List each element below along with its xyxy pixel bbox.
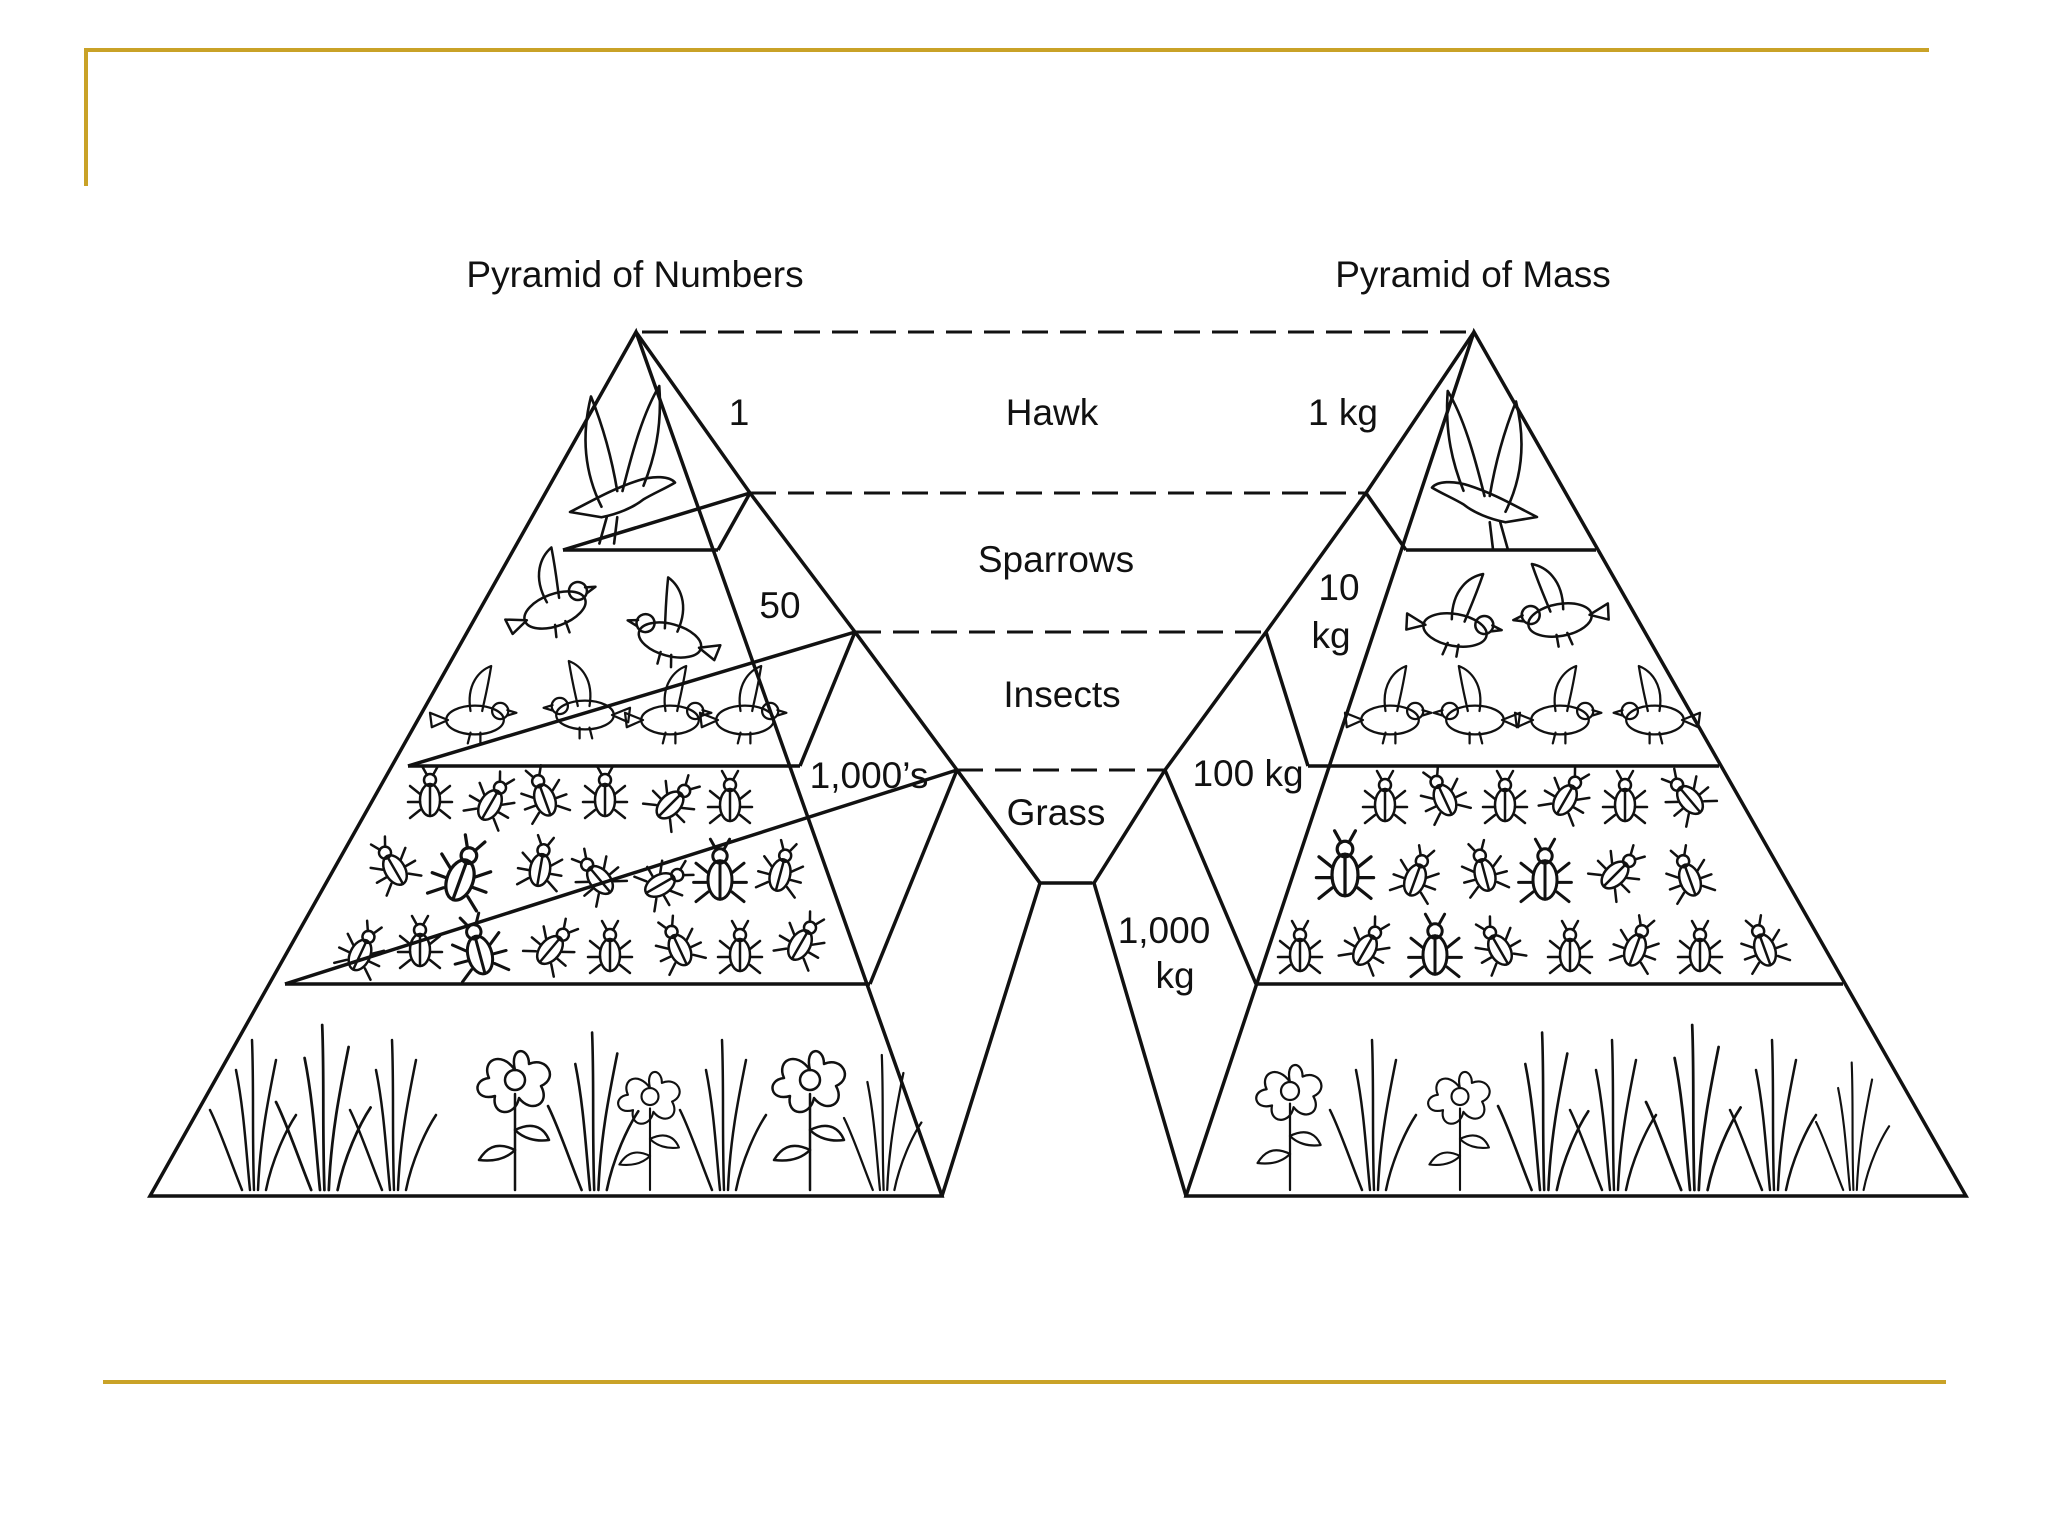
grass-icon xyxy=(1728,1038,1818,1192)
insect-icon xyxy=(752,835,812,900)
pyramid-of-numbers-title: Pyramid of Numbers xyxy=(466,254,803,295)
insect-icon xyxy=(1656,839,1719,906)
pyramid-of-mass xyxy=(1092,327,1970,1198)
insect-icon xyxy=(1676,919,1724,975)
insect-icon xyxy=(632,847,702,915)
mass-insects-value: 100 kg xyxy=(1192,753,1303,794)
numbers-sparrows-value: 50 xyxy=(759,585,800,626)
sparrow-icon xyxy=(1513,664,1603,745)
insect-icon xyxy=(1481,769,1529,825)
sparrow-icon xyxy=(698,664,788,745)
insect-icon xyxy=(1276,919,1324,975)
mass-front-face xyxy=(1183,327,1970,1198)
insect-icon xyxy=(1453,835,1513,900)
flower-icon xyxy=(771,1049,847,1192)
grass-icon xyxy=(1644,1023,1742,1192)
grass-icon xyxy=(842,1053,923,1192)
numbers-edge-3 xyxy=(868,769,959,985)
insect-icon xyxy=(1601,769,1649,825)
sparrow-icon xyxy=(542,659,632,740)
insect-icon xyxy=(586,919,634,975)
insect-icon xyxy=(1606,909,1669,976)
insect-icon xyxy=(513,831,569,893)
insect-icon xyxy=(1546,919,1594,975)
level-label-insects: Insects xyxy=(1003,674,1120,715)
insect-icon xyxy=(511,759,574,826)
mass-grass-value-number: 1,000 xyxy=(1118,910,1211,951)
insect-icon xyxy=(640,764,711,835)
numbers-level-1-left xyxy=(562,491,751,552)
insect-icon xyxy=(1314,829,1376,901)
sparrow-icon xyxy=(486,536,609,653)
sparrow-icon xyxy=(1503,550,1616,655)
insect-icon xyxy=(560,838,630,910)
insect-icon xyxy=(706,769,754,825)
numbers-front-face xyxy=(147,327,945,1198)
insect-icon xyxy=(331,913,396,982)
grass-icon xyxy=(1496,1031,1590,1192)
insect-icon xyxy=(770,903,838,973)
insect-icon xyxy=(644,908,709,977)
level-label-sparrows: Sparrows xyxy=(978,539,1134,580)
sparrow-icon xyxy=(1399,560,1512,665)
grass-icon xyxy=(274,1023,372,1192)
mass-sparrows-value-number: 10 xyxy=(1318,567,1359,608)
numbers-hawk-value: 1 xyxy=(729,392,750,433)
mass-sparrows-value-unit: kg xyxy=(1311,615,1350,656)
numbers-level-2-left xyxy=(407,630,856,768)
insect-icon xyxy=(460,763,528,833)
numbers-level-3-left xyxy=(284,768,958,986)
level-label-grass: Grass xyxy=(1007,792,1106,833)
insect-icon xyxy=(520,908,590,980)
mass-edge-3 xyxy=(1163,769,1258,985)
flower-icon xyxy=(1255,1063,1323,1192)
insect-icon xyxy=(396,914,444,970)
insect-icon xyxy=(1386,839,1449,906)
mass-edge-1 xyxy=(1364,491,1408,552)
flower-icon xyxy=(476,1049,552,1192)
sparrow-icon xyxy=(617,568,736,680)
numbers-edge-1 xyxy=(716,492,752,551)
insect-icon xyxy=(692,837,748,904)
insect-icon xyxy=(1335,908,1403,978)
grass-icon xyxy=(1328,1038,1418,1192)
insect-icon xyxy=(1535,758,1603,828)
mass-grass-value-unit: kg xyxy=(1155,955,1194,996)
frame-left-rule xyxy=(84,48,88,186)
grass-icon xyxy=(678,1038,768,1192)
insect-icon xyxy=(357,828,425,898)
insect-icon xyxy=(1731,909,1794,976)
insect-icon xyxy=(1585,834,1656,905)
insect-icon xyxy=(1409,758,1474,827)
mass-side-face xyxy=(1092,331,1476,1197)
grass-icon xyxy=(1568,1038,1658,1192)
numbers-insects-value: 1,000’s xyxy=(810,755,929,796)
insect-icon xyxy=(423,827,504,914)
pyramid-of-numbers xyxy=(147,327,1092,1198)
frame-bottom-rule xyxy=(103,1380,1946,1384)
mass-hawk-value: 1 kg xyxy=(1308,392,1378,433)
numbers-edge-2 xyxy=(798,631,857,767)
mass-edge-2 xyxy=(1264,631,1310,767)
numbers-side-face xyxy=(634,330,1042,1197)
insect-icon xyxy=(1517,837,1573,904)
insect-icon xyxy=(581,764,629,820)
insect-icon xyxy=(1407,912,1463,979)
insect-icon xyxy=(1462,908,1530,978)
grass-icon xyxy=(348,1038,438,1192)
level-label-hawk: Hawk xyxy=(1006,392,1099,433)
frame-top-rule xyxy=(84,48,1929,52)
level-connectors xyxy=(642,330,1468,885)
insect-icon xyxy=(406,764,454,820)
insect-icon xyxy=(1650,758,1720,830)
grass-icon xyxy=(1814,1061,1891,1192)
flower-icon xyxy=(1427,1070,1491,1192)
sparrow-icon xyxy=(1432,664,1522,745)
pyramid-of-mass-title: Pyramid of Mass xyxy=(1335,254,1611,295)
insect-icon xyxy=(1361,769,1409,825)
insect-icon xyxy=(716,919,764,975)
insect-icon xyxy=(442,907,513,985)
